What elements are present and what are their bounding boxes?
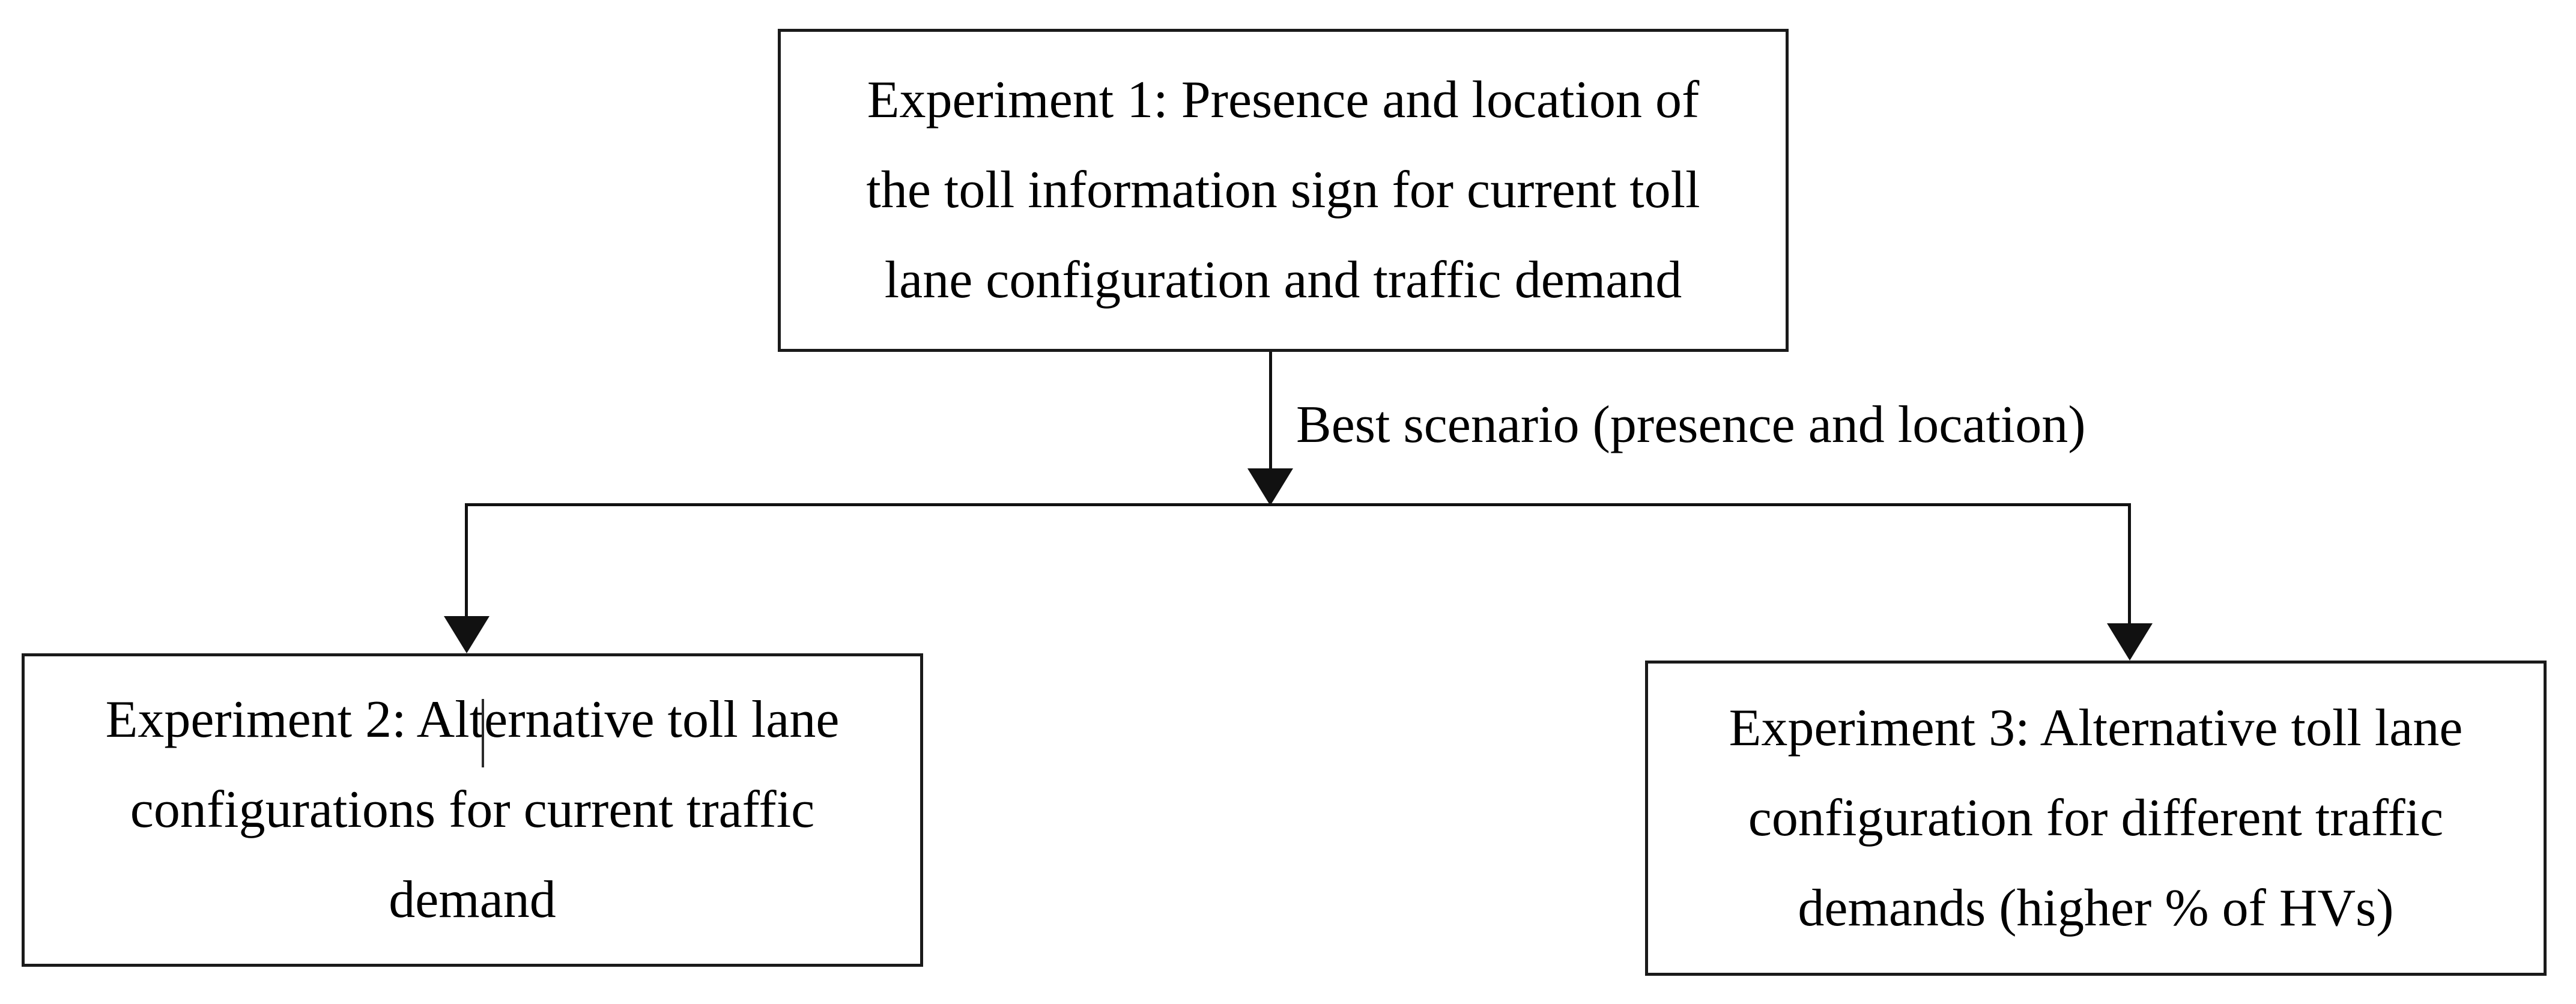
text-caret — [482, 699, 484, 767]
node-experiment-3-label: Experiment 3: Alternative toll lane conf… — [1729, 698, 2463, 937]
arrowhead-down-to-experiment-3 — [2107, 623, 2153, 661]
node-experiment-1-label: Experiment 1: Presence and location of t… — [866, 71, 1700, 309]
connector-experiment-1-to-split — [1269, 352, 1272, 480]
connector-split-bar — [466, 503, 2131, 506]
node-experiment-2[interactable]: Experiment 2: Alternative toll lane conf… — [22, 653, 923, 967]
edge-label-best-scenario: Best scenario (presence and location) — [1296, 396, 2086, 454]
node-experiment-3[interactable]: Experiment 3: Alternative toll lane conf… — [1645, 661, 2547, 976]
connector-split-to-experiment-3 — [2128, 503, 2131, 629]
connector-split-to-experiment-2 — [465, 503, 468, 622]
node-experiment-2-label: Experiment 2: Alternative toll lane conf… — [105, 691, 840, 929]
node-experiment-1[interactable]: Experiment 1: Presence and location of t… — [778, 29, 1789, 352]
arrowhead-down-to-split — [1247, 468, 1293, 506]
arrowhead-down-to-experiment-2 — [444, 616, 489, 653]
